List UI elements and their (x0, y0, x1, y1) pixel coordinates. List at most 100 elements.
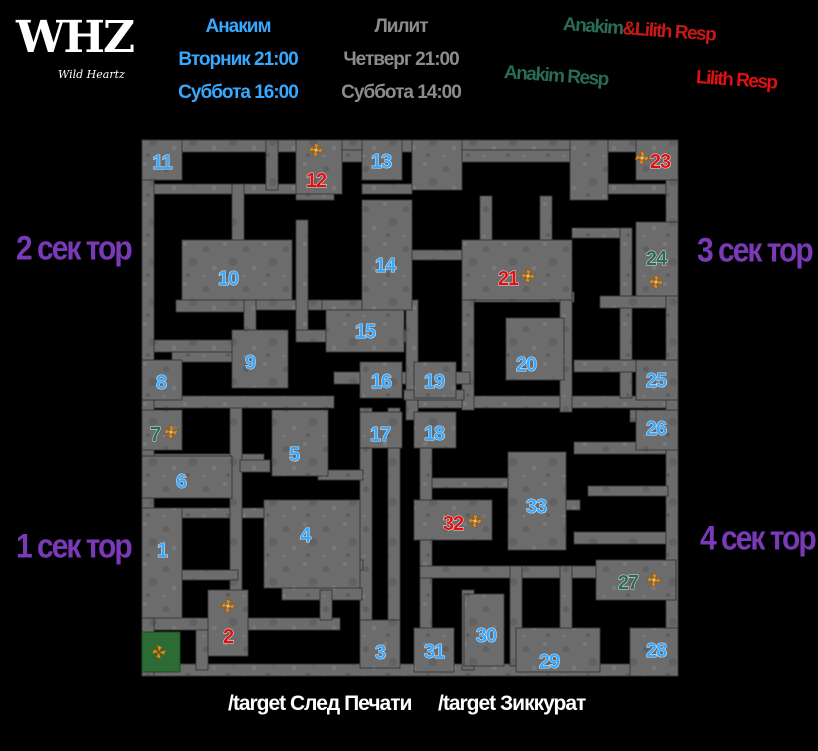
room-19 (413, 361, 457, 399)
room-label-3: 3 (375, 642, 386, 664)
room-label-20: 20 (516, 354, 537, 376)
lilith-time-1: Четверг 21:00 (343, 49, 459, 70)
anakim-time-1: Вторник 21:00 (178, 49, 298, 70)
corridor-segment (153, 339, 245, 353)
room-label-21: 21 (498, 268, 519, 290)
room-10 (181, 239, 293, 301)
logo-subtitle: Wild Heartz (58, 68, 125, 81)
room-8 (141, 359, 183, 401)
corridor-segment (195, 629, 209, 671)
guild-logo: WHZ Wild Heartz (6, 8, 136, 81)
room-label-4: 4 (300, 525, 312, 547)
room-14 (361, 199, 413, 311)
spawn-icon (648, 274, 664, 290)
room-label-32: 32 (443, 513, 464, 535)
room-label-19: 19 (424, 371, 445, 393)
room-13 (361, 139, 403, 181)
map-spawns (151, 142, 664, 660)
room-label-15: 15 (355, 321, 376, 343)
sector-label-4: 4 сек тор (700, 519, 817, 558)
room-label-27: 27 (618, 572, 639, 594)
room-17 (359, 411, 403, 449)
sector-label-1: 1 сек тор (16, 527, 133, 566)
spawn-icon (163, 424, 179, 440)
room-9 (231, 329, 289, 389)
room-label-28: 28 (646, 640, 667, 662)
room-label-17: 17 (370, 424, 391, 446)
lilith-title: Лилит (374, 16, 428, 37)
room-29 (515, 627, 601, 673)
room-label-6: 6 (176, 471, 187, 493)
spawn-icon (646, 572, 662, 588)
room-5 (271, 409, 329, 477)
room-28 (629, 627, 679, 677)
corridor-segment (599, 295, 667, 309)
room-label-18: 18 (424, 423, 445, 445)
room-label-25: 25 (646, 370, 667, 392)
spawn-icon (151, 644, 167, 660)
room-label-10: 10 (218, 268, 239, 290)
lilith-time-2: Суббота 14:00 (341, 82, 462, 103)
room-label-26: 26 (646, 418, 667, 440)
corridor-segment (405, 299, 419, 421)
room-label-9: 9 (245, 352, 256, 374)
corridor-segment (569, 139, 609, 201)
spawn-icon (520, 268, 536, 284)
room-label-24: 24 (646, 248, 668, 270)
room-30 (463, 593, 505, 667)
spawn-icon (467, 513, 483, 529)
corridor-segment (153, 395, 335, 409)
room-1 (141, 507, 183, 619)
room-label-12: 12 (306, 170, 327, 192)
corridor-segment (587, 485, 669, 497)
corridor-segment (461, 149, 573, 163)
room-20 (505, 317, 565, 381)
logo-text: WHZ (16, 12, 135, 63)
room-label-2: 2 (223, 626, 234, 648)
map-rooms (141, 139, 679, 677)
room-16 (359, 361, 403, 399)
room-6 (141, 455, 233, 499)
sector-label-2: 2 сек тор (16, 229, 133, 268)
corridor-segment (319, 589, 333, 621)
room-24 (635, 221, 679, 297)
corridor-segment (619, 227, 633, 399)
room-27 (595, 559, 677, 601)
room-3 (359, 619, 401, 669)
room-18 (413, 411, 457, 449)
room-label-23: 23 (650, 151, 671, 173)
corridor-segment (265, 139, 279, 191)
room-label-7: 7 (150, 424, 161, 446)
room-25 (635, 359, 679, 401)
room-label-30: 30 (476, 625, 497, 647)
room-label-31: 31 (424, 641, 445, 663)
room-21 (461, 239, 573, 301)
target-command-ziggurat: /target Зиккурат (438, 692, 586, 715)
corridor-segment (405, 249, 467, 261)
corridor-segment (239, 459, 271, 473)
target-command-seal: /target След Печати (228, 692, 412, 715)
lilith-schedule: Лилит Четверг 21:00 Суббота 14:00 (326, 10, 476, 109)
spawn-icon (308, 142, 324, 158)
corridor-segment (295, 219, 309, 341)
room-label-13: 13 (371, 151, 392, 173)
spawn-icon (220, 598, 236, 614)
room-31 (413, 627, 455, 673)
room-23 (635, 139, 679, 181)
room-11 (141, 139, 183, 181)
corridor-segment (573, 531, 667, 545)
room-26 (635, 409, 679, 451)
room-label-11: 11 (152, 152, 172, 174)
room-15 (325, 309, 405, 353)
room-33 (507, 451, 567, 551)
anakim-schedule: Анаким Вторник 21:00 Суббота 16:00 (168, 10, 308, 109)
room-label-16: 16 (371, 371, 392, 393)
room-label-33: 33 (526, 496, 547, 518)
room-label-5: 5 (289, 444, 300, 466)
anakim-title: Анаким (205, 16, 271, 37)
spawn-icon (634, 150, 650, 166)
room-label-29: 29 (539, 651, 560, 673)
room-7 (141, 409, 183, 451)
